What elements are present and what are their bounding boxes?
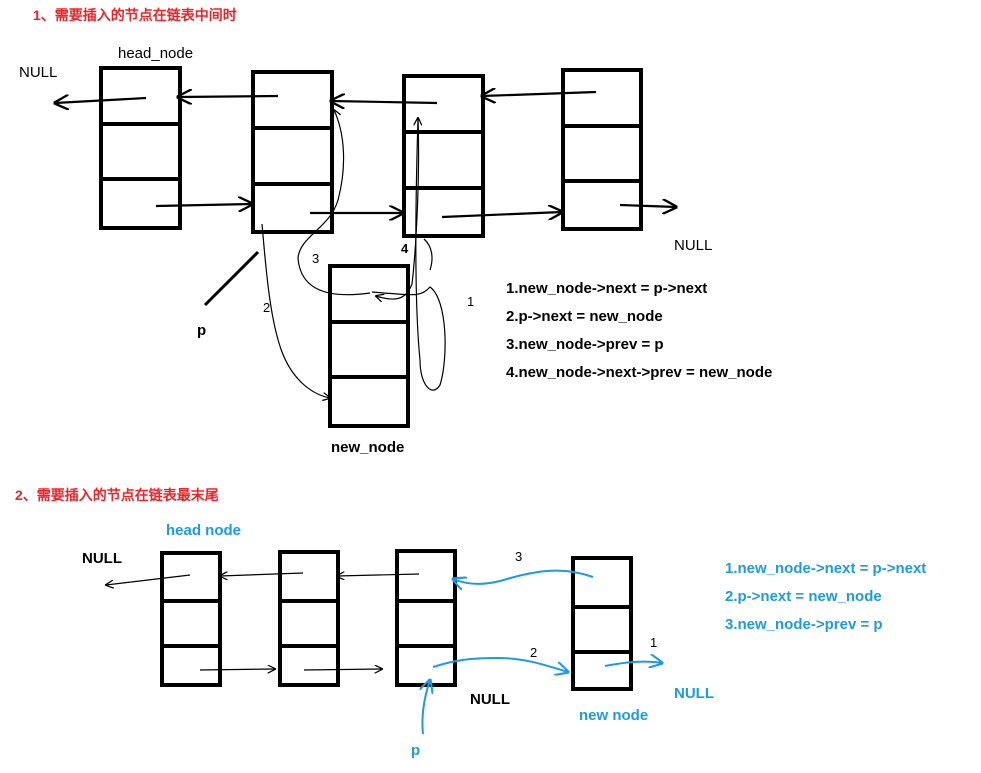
s1-node-4 (561, 68, 643, 231)
s1-head-label: head_node (118, 45, 194, 62)
s2-node-2 (278, 550, 340, 687)
s2-step-num-3: 3 (515, 549, 523, 564)
s2-new-node (571, 556, 633, 691)
s2-p-label: p (411, 742, 421, 759)
s2-blue-arrows (422, 569, 662, 735)
s1-step-num-2: 2 (263, 300, 271, 315)
s2-step-num-2: 2 (530, 645, 538, 660)
section1-title: 1、需要插入的节点在链表中间时 (33, 7, 237, 23)
s2-arrows (106, 573, 420, 670)
s1-step-num-3: 3 (312, 251, 320, 266)
s1-step-4: 4.new_node->next->prev = new_node (506, 364, 773, 381)
s1-node-head (99, 66, 182, 230)
s1-step-2: 2.p->next = new_node (506, 308, 663, 325)
s2-null-left: NULL (82, 550, 122, 567)
s2-step-2: 2.p->next = new_node (725, 588, 882, 605)
s2-node-p (395, 549, 457, 687)
s1-curves (261, 110, 446, 398)
s1-p-label: p (197, 322, 207, 339)
s2-head-label: head node (166, 522, 242, 539)
s1-step-num-4: 4 (401, 241, 409, 256)
s2-null-blue: NULL (674, 685, 714, 702)
s2-null-right: NULL (470, 691, 510, 708)
s1-step-1: 1.new_node->next = p->next (506, 280, 708, 297)
s1-step-3: 3.new_node->prev = p (506, 336, 664, 353)
s1-new-node (328, 264, 410, 428)
s2-step-3: 3.new_node->prev = p (725, 616, 883, 633)
s1-null-left: NULL (19, 64, 58, 81)
s1-arrows (55, 92, 676, 307)
s1-step-num-1: 1 (467, 294, 475, 309)
s2-node-head (160, 551, 222, 687)
s1-new-node-label: new_node (331, 439, 405, 456)
s2-step-num-1: 1 (650, 635, 658, 650)
s1-node-p (251, 70, 334, 234)
section2-title: 2、需要插入的节点在链表最末尾 (15, 487, 219, 503)
s1-null-right: NULL (674, 237, 713, 254)
s2-new-node-label: new node (579, 707, 649, 724)
s2-step-1: 1.new_node->next = p->next (725, 560, 927, 577)
